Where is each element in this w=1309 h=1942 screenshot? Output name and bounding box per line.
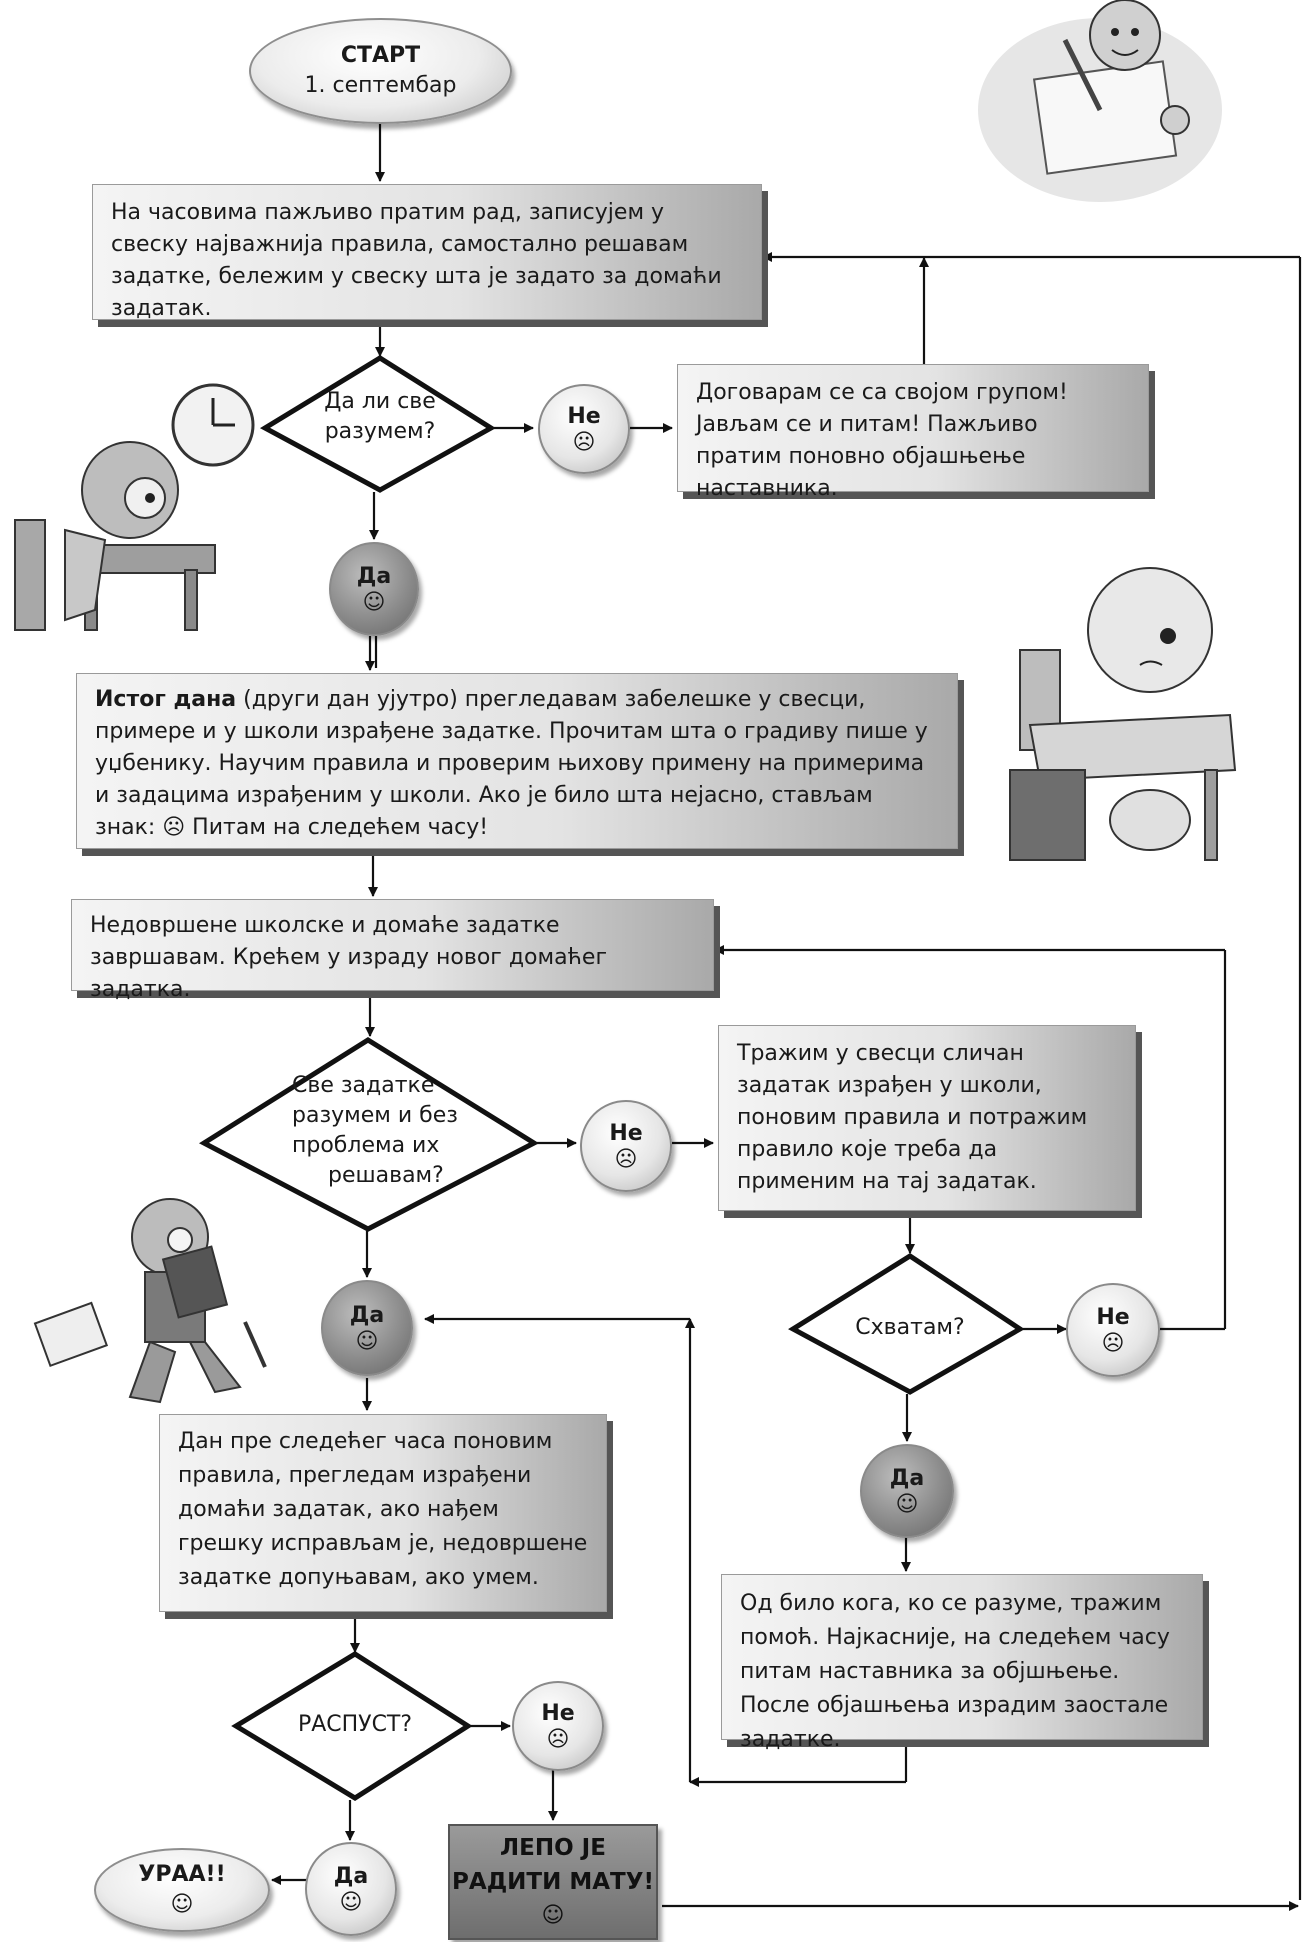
start-node: СТАРТ 1. септембар bbox=[249, 18, 512, 124]
end-hooray: УРАА!! ☺ bbox=[94, 1848, 270, 1932]
end-math: ЛЕПО ЈЕ РАДИТИ МАТУ! ☺ bbox=[448, 1824, 658, 1940]
yes-node-3: Да ☺ bbox=[860, 1444, 954, 1538]
box-same-day: Истог дана (други дан ујутро) прегледава… bbox=[76, 673, 958, 849]
decision-got-it bbox=[788, 1253, 1025, 1395]
box-homework: Недовршене школске и домаће задатке завр… bbox=[71, 899, 714, 1002]
no-node-3: Не ☹ bbox=[1066, 1283, 1160, 1377]
happy-icon: ☺ bbox=[355, 1329, 379, 1354]
sad-icon: ☹ bbox=[1101, 1331, 1125, 1356]
student-drawing-illustration bbox=[978, 0, 1222, 202]
boy-with-books-illustration bbox=[33, 1198, 267, 1404]
box-help: Од било кога, ко се разуме, тражим помоћ… bbox=[721, 1574, 1203, 1752]
start-title: СТАРТ bbox=[340, 43, 421, 68]
decision-understand-label: Да ли све разумем? bbox=[324, 389, 436, 444]
box-lesson: На часовима пажљиво пратим рад, записује… bbox=[92, 184, 762, 321]
sad-icon: ☹ bbox=[546, 1727, 570, 1752]
no-node-1: Не ☹ bbox=[538, 384, 630, 474]
decision-got-it-label: Схватам? bbox=[855, 1315, 965, 1340]
no-node-2: Не ☹ bbox=[580, 1100, 672, 1192]
decision-understand bbox=[259, 355, 496, 493]
box-search: Тражим у свесци сличан задатак израђен у… bbox=[718, 1025, 1136, 1211]
happy-icon: ☺ bbox=[362, 590, 386, 615]
box-review: Дан пре следећег часа поновим правила, п… bbox=[159, 1414, 607, 1612]
thinking-boy-desk-illustration bbox=[1009, 567, 1237, 861]
yes-node-4: Да ☺ bbox=[305, 1842, 397, 1936]
decision-all-tasks-label: Све задатке разумем и без проблема их ре… bbox=[292, 1073, 458, 1188]
decision-all-tasks bbox=[198, 1037, 540, 1232]
sad-icon: ☹ bbox=[614, 1147, 638, 1172]
decision-holiday bbox=[231, 1651, 473, 1801]
decision-holiday-label: РАСПУСТ? bbox=[297, 1712, 413, 1737]
box-group: Договарам се са својом групом! Јављам се… bbox=[677, 364, 1149, 501]
yes-node-2: Да ☺ bbox=[321, 1280, 413, 1376]
happy-icon: ☺ bbox=[339, 1890, 363, 1915]
box-lesson-text: На часовима пажљиво пратим рад, записује… bbox=[111, 200, 722, 321]
happy-icon: ☺ bbox=[895, 1492, 919, 1517]
happy-icon: ☺ bbox=[541, 1903, 565, 1928]
box-same-day-bold: Истог дана bbox=[95, 687, 237, 712]
start-date: 1. септембар bbox=[304, 73, 457, 98]
worried-boy-clock-illustration bbox=[14, 383, 255, 631]
happy-icon: ☺ bbox=[170, 1892, 194, 1917]
yes-node-1: Да ☺ bbox=[329, 542, 419, 636]
no-node-4: Не ☹ bbox=[512, 1681, 604, 1771]
sad-icon: ☹ bbox=[572, 430, 596, 455]
